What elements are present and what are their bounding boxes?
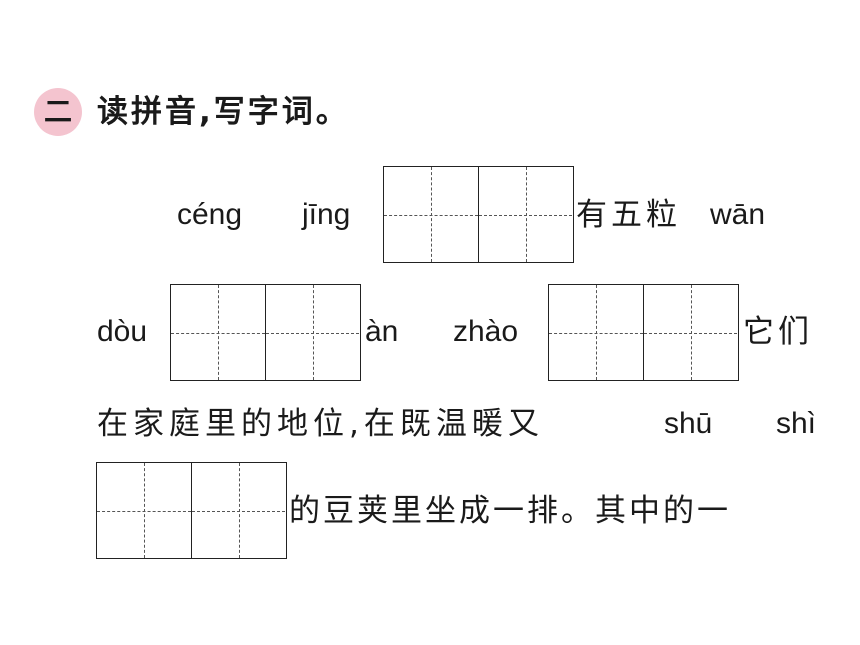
- pinyin-dou: dòu: [97, 315, 148, 348]
- pinyin-jing: jīng: [302, 198, 351, 231]
- answer-grid-wandou[interactable]: [170, 284, 361, 381]
- writing-cell[interactable]: [191, 463, 285, 558]
- writing-cell[interactable]: [265, 285, 359, 380]
- pinyin-shi: shì: [776, 407, 817, 440]
- pinyin-zhao: zhào: [453, 315, 519, 348]
- pinyin-an: àn: [365, 315, 399, 348]
- answer-grid-cengjing[interactable]: [383, 166, 574, 263]
- text-ta-men: 它们: [743, 314, 813, 350]
- section-number-badge: 二: [34, 88, 82, 136]
- writing-cell[interactable]: [97, 463, 191, 558]
- text-line4: 的豆荚里坐成一排。其中的一: [289, 493, 731, 529]
- text-line3: 在家庭里的地位,在既温暖又: [97, 406, 544, 442]
- answer-grid-shushi[interactable]: [96, 462, 287, 559]
- pinyin-ceng: céng: [177, 198, 243, 231]
- pinyin-shu: shū: [664, 407, 713, 440]
- answer-grid-anzhao[interactable]: [548, 284, 739, 381]
- section-number: 二: [43, 95, 72, 128]
- text-you-wu-li: 有五粒: [576, 197, 681, 233]
- writing-cell[interactable]: [643, 285, 737, 380]
- writing-cell[interactable]: [384, 167, 478, 262]
- writing-cell[interactable]: [171, 285, 265, 380]
- writing-cell[interactable]: [478, 167, 572, 262]
- exercise-title: 读拼音,写字词。: [97, 94, 350, 130]
- writing-cell[interactable]: [549, 285, 643, 380]
- pinyin-wan: wān: [710, 198, 766, 231]
